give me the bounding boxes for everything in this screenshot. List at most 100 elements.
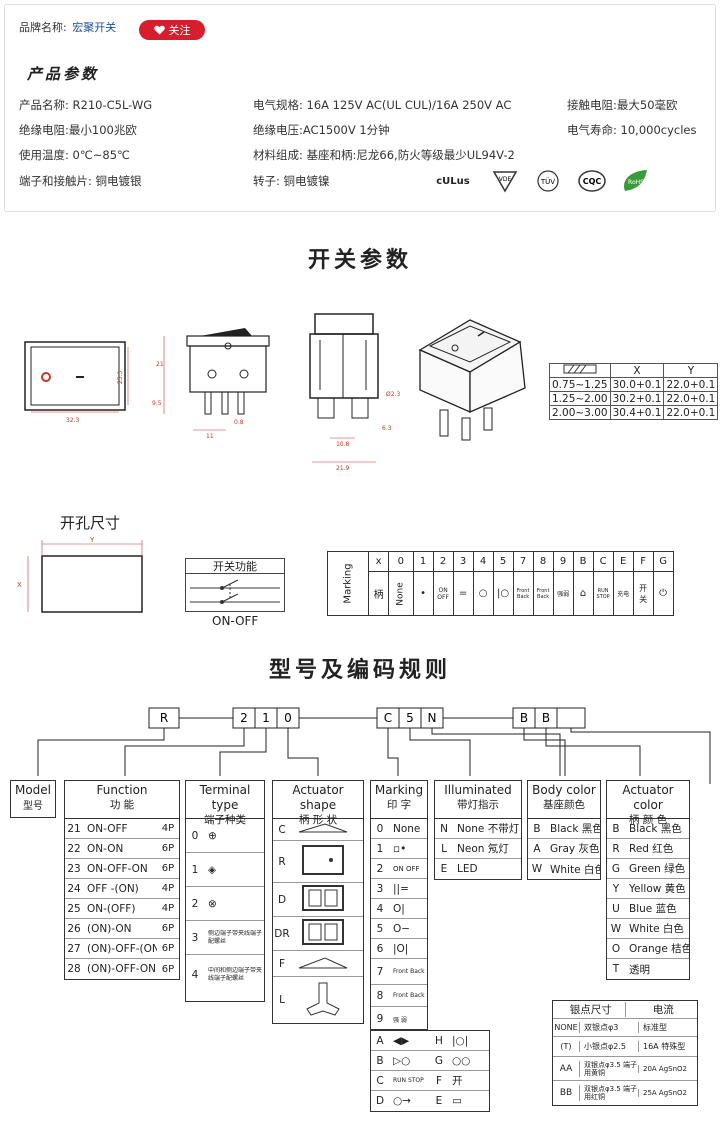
marking-table: Marking x 0 1 2 3 4 5 7 8 9 B C E F G 柄 …: [326, 551, 674, 616]
marking-bar-circle-icon: |○: [492, 571, 514, 616]
marking-cn-text-icon: 强弱: [552, 571, 574, 616]
svg-text:B: B: [520, 711, 528, 725]
cutout-drawing: Y X: [17, 536, 143, 613]
svg-text:RoHS: RoHS: [628, 179, 644, 186]
param-rotor: 转子: 铜电镀镍: [253, 174, 330, 188]
cutout-title: 开孔尺寸: [60, 514, 121, 532]
marking-charge-icon: 充电: [612, 571, 634, 616]
marking-dash-circle-icon: ○: [472, 571, 494, 616]
mark-8-icon: Front Back: [393, 992, 425, 999]
marking-open-close-icon: 开关: [632, 571, 654, 616]
mark-6-icon: |O|: [393, 942, 409, 955]
ul-logo-icon: cULus: [436, 175, 470, 187]
mark-c-icon: RUN STOP: [393, 1077, 424, 1084]
svg-text:Y: Y: [89, 536, 95, 544]
terminal-1-icon: ◈: [208, 863, 217, 876]
svg-text:N: N: [428, 711, 437, 725]
mark-4-icon: O|: [393, 902, 405, 915]
mark-h-icon: |○|: [452, 1034, 469, 1047]
param-insulation-resistance: 绝缘电阻:最小100兆欧: [19, 123, 137, 137]
svg-text:1: 1: [262, 711, 270, 725]
svg-text:10.8: 10.8: [336, 441, 350, 448]
front-view-drawing: 32.3 25.3: [24, 341, 129, 424]
actuator-l-icon: [291, 979, 363, 1022]
rohs-logo-icon: RoHS: [617, 167, 657, 195]
mark-g-icon: ○○: [452, 1054, 471, 1067]
param-life: 电气寿命: 10,000cycles: [567, 123, 697, 137]
svg-text:Ø2.3: Ø2.3: [386, 391, 400, 398]
mark-7-icon: Front Back: [393, 968, 425, 975]
mark-b-icon: ▷○: [393, 1054, 411, 1067]
follow-button[interactable]: 关注: [139, 20, 205, 40]
brand-row: 品牌名称: 宏聚开关: [19, 19, 116, 35]
follow-label: 关注: [168, 24, 191, 37]
svg-text:R: R: [160, 711, 168, 725]
mark-2-icon: ON OFF: [393, 864, 420, 873]
param-electrical: 电气规格: 16A 125V AC(UL CUL)/16A 250V AC: [253, 98, 512, 112]
param-material: 材料组成: 基座和柄:尼龙66,防火等级最少UL94V-2: [253, 148, 515, 162]
mark-f-icon: 开: [452, 1075, 463, 1087]
switch-function-label: ON-OFF: [212, 614, 259, 628]
brand-label: 品牌名称:: [19, 21, 67, 34]
on-off-schematic-icon: [190, 579, 280, 604]
mark-3-icon: ||=: [393, 882, 409, 895]
tuv-logo-icon: TÜV: [531, 169, 565, 193]
svg-text:32.3: 32.3: [66, 417, 80, 424]
switch-drawings: 32.3 25.3 21 9.5 11 0.8 Ø2.3 10.8 6.3: [24, 313, 526, 472]
brand-link[interactable]: 宏聚开关: [72, 21, 117, 34]
marking-equal-icon: =: [452, 571, 474, 616]
cqc-logo-icon: CQC: [575, 169, 609, 193]
param-temperature: 使用温度: 0℃~85℃: [19, 148, 130, 162]
svg-text:5: 5: [406, 711, 414, 725]
actuator-f-icon: [291, 954, 363, 973]
svg-text:25.3: 25.3: [117, 370, 124, 384]
svg-text:X: X: [17, 581, 22, 589]
svg-text:6.3: 6.3: [382, 425, 392, 432]
actuator-dr-icon: [291, 918, 363, 949]
actuator-d-icon: [291, 884, 363, 915]
switch-params-title: 开关参数: [307, 248, 412, 273]
params-title: 产品参数: [27, 65, 100, 83]
heart-icon: [153, 25, 165, 35]
actuator-c-icon: [291, 822, 363, 837]
mark-9-icon: 强 弱: [393, 1016, 407, 1024]
svg-text:CQC: CQC: [583, 177, 602, 186]
param-model: 产品名称: R210-C5L-WG: [19, 98, 153, 112]
side-view-drawing: 21 9.5 11 0.8: [152, 328, 270, 440]
svg-text:TÜV: TÜV: [540, 177, 555, 186]
svg-text:B: B: [542, 711, 550, 725]
svg-text:2: 2: [240, 711, 248, 725]
svg-text:C: C: [384, 711, 392, 725]
marking-power-icon: ⏻: [652, 571, 674, 616]
terminal-0-icon: ⊕: [208, 829, 217, 842]
mark-a-icon: ◀▶: [393, 1034, 410, 1047]
panel-thickness-icon: [549, 363, 611, 378]
mark-5-icon: O−: [393, 922, 411, 935]
table-row: Marking x 0 1 2 3 4 5 7 8 9 B C E F G: [326, 551, 674, 616]
model-block: Model 型号: [10, 780, 56, 818]
mark-d-icon: ○→: [393, 1095, 411, 1107]
actuator-r-icon: [291, 843, 363, 880]
param-insulation-voltage: 绝缘电压:AC1500V 1分钟: [253, 123, 390, 137]
end-view-drawing: Ø2.3 10.8 6.3 21.9: [309, 313, 400, 472]
